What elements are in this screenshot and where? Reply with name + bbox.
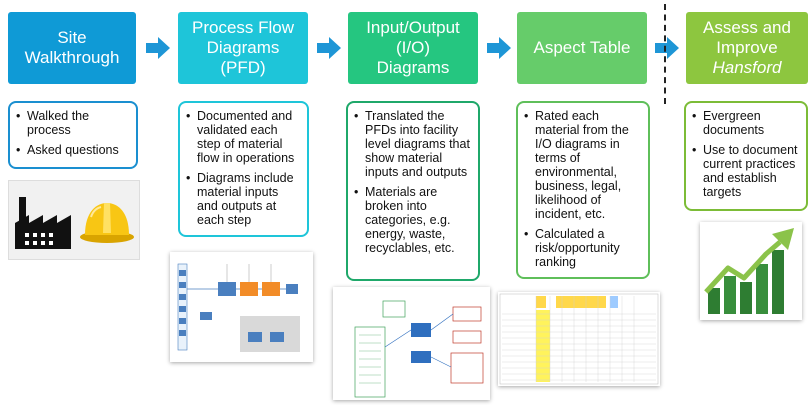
arrow-right-icon	[317, 37, 341, 59]
hard-hat-icon	[80, 203, 134, 243]
step-title-line: Process Flow	[191, 18, 295, 37]
card-input-output: Translated the PFDs into facility level …	[346, 101, 480, 281]
step-input-output-diagrams: Input/Output (I/O) Diagrams	[348, 12, 478, 84]
factory-icon	[15, 197, 71, 249]
step-site-walkthrough: Site Walkthrough	[8, 12, 136, 84]
card-assess-improve: Evergreen documents Use to document curr…	[684, 101, 808, 211]
step-title-line: Diagrams	[206, 38, 280, 57]
step-title-line: Assess and	[703, 18, 791, 37]
bullet-item: Diagrams include material inputs and out…	[186, 171, 301, 227]
io-diagram-thumbnail	[333, 287, 490, 400]
bullet-item: Asked questions	[16, 143, 130, 157]
card-aspect-table: Rated each material from the I/O diagram…	[516, 101, 650, 279]
process-flow-diagram-thumbnail	[170, 252, 313, 362]
arrow-right-icon	[655, 37, 679, 59]
bullet-item: Rated each material from the I/O diagram…	[524, 109, 642, 221]
growth-chart-icon	[704, 228, 794, 314]
step-title-line: Site	[57, 28, 87, 47]
bullet-item: Materials are broken into categories, e.…	[354, 185, 472, 255]
step-title-line: Input/Output	[366, 18, 460, 37]
bullet-item: Use to document current practices and es…	[692, 143, 800, 199]
step-title-line: Diagrams	[376, 58, 450, 77]
step-title-line: Improve	[716, 38, 778, 57]
arrow-right-icon	[487, 37, 511, 59]
card-site-walkthrough: Walked the process Asked questions	[8, 101, 138, 169]
improvement-image	[700, 222, 802, 320]
step-title-line: (PFD)	[220, 58, 266, 77]
bullet-item: Documented and validated each step of ma…	[186, 109, 301, 165]
aspect-table-thumbnail	[498, 292, 660, 386]
step-process-flow-diagrams: Process Flow Diagrams (PFD)	[178, 12, 308, 84]
bullet-item: Calculated a risk/opportunity ranking	[524, 227, 642, 269]
arrow-right-icon	[146, 37, 170, 59]
bullet-item: Translated the PFDs into facility level …	[354, 109, 472, 179]
card-process-flow: Documented and validated each step of ma…	[178, 101, 309, 237]
phase-divider	[664, 4, 666, 104]
step-title-line: Aspect Table	[533, 38, 631, 57]
step-title-italic: Hansford	[712, 58, 782, 77]
step-title-line: (I/O)	[396, 38, 430, 57]
bullet-item: Evergreen documents	[692, 109, 800, 137]
step-assess-and-improve: Assess and Improve Hansford	[686, 12, 808, 84]
bullet-item: Walked the process	[16, 109, 130, 137]
step-aspect-table: Aspect Table	[517, 12, 647, 84]
walkthrough-image	[8, 180, 140, 260]
step-title-line: Walkthrough	[24, 48, 120, 67]
